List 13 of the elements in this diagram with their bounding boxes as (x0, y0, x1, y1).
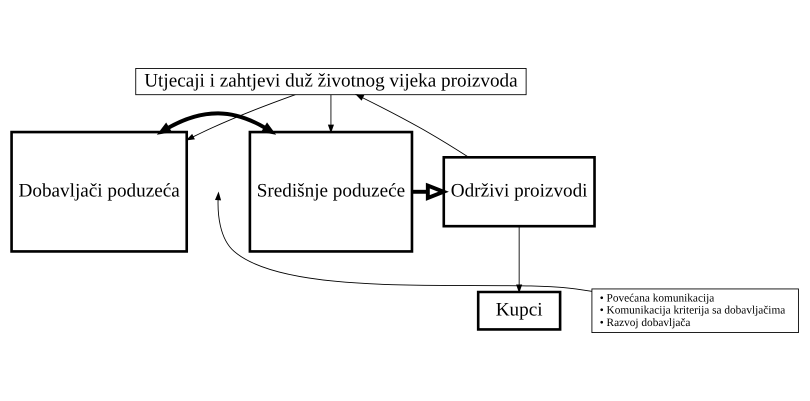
arrow (412, 182, 449, 201)
arrow (215, 191, 592, 292)
arrow (355, 94, 470, 158)
node-box: Kupci (476, 290, 562, 331)
arrow (186, 94, 296, 141)
node-box: Dobavljači poduzeća (10, 130, 188, 253)
node-box: Održivi proizvodi (442, 156, 596, 228)
arrow (516, 226, 522, 294)
arrow (156, 111, 276, 135)
node-box: • Povećana komunikacija • Komunikacija kriterija sa dobavljačima • Razvoj dobavljača (591, 288, 799, 333)
node-box: Središnje poduzeće (248, 130, 414, 253)
node-box: Utjecaji i zahtjevi duž životnog vijeka proizvoda (135, 68, 527, 96)
arrow (328, 94, 334, 134)
